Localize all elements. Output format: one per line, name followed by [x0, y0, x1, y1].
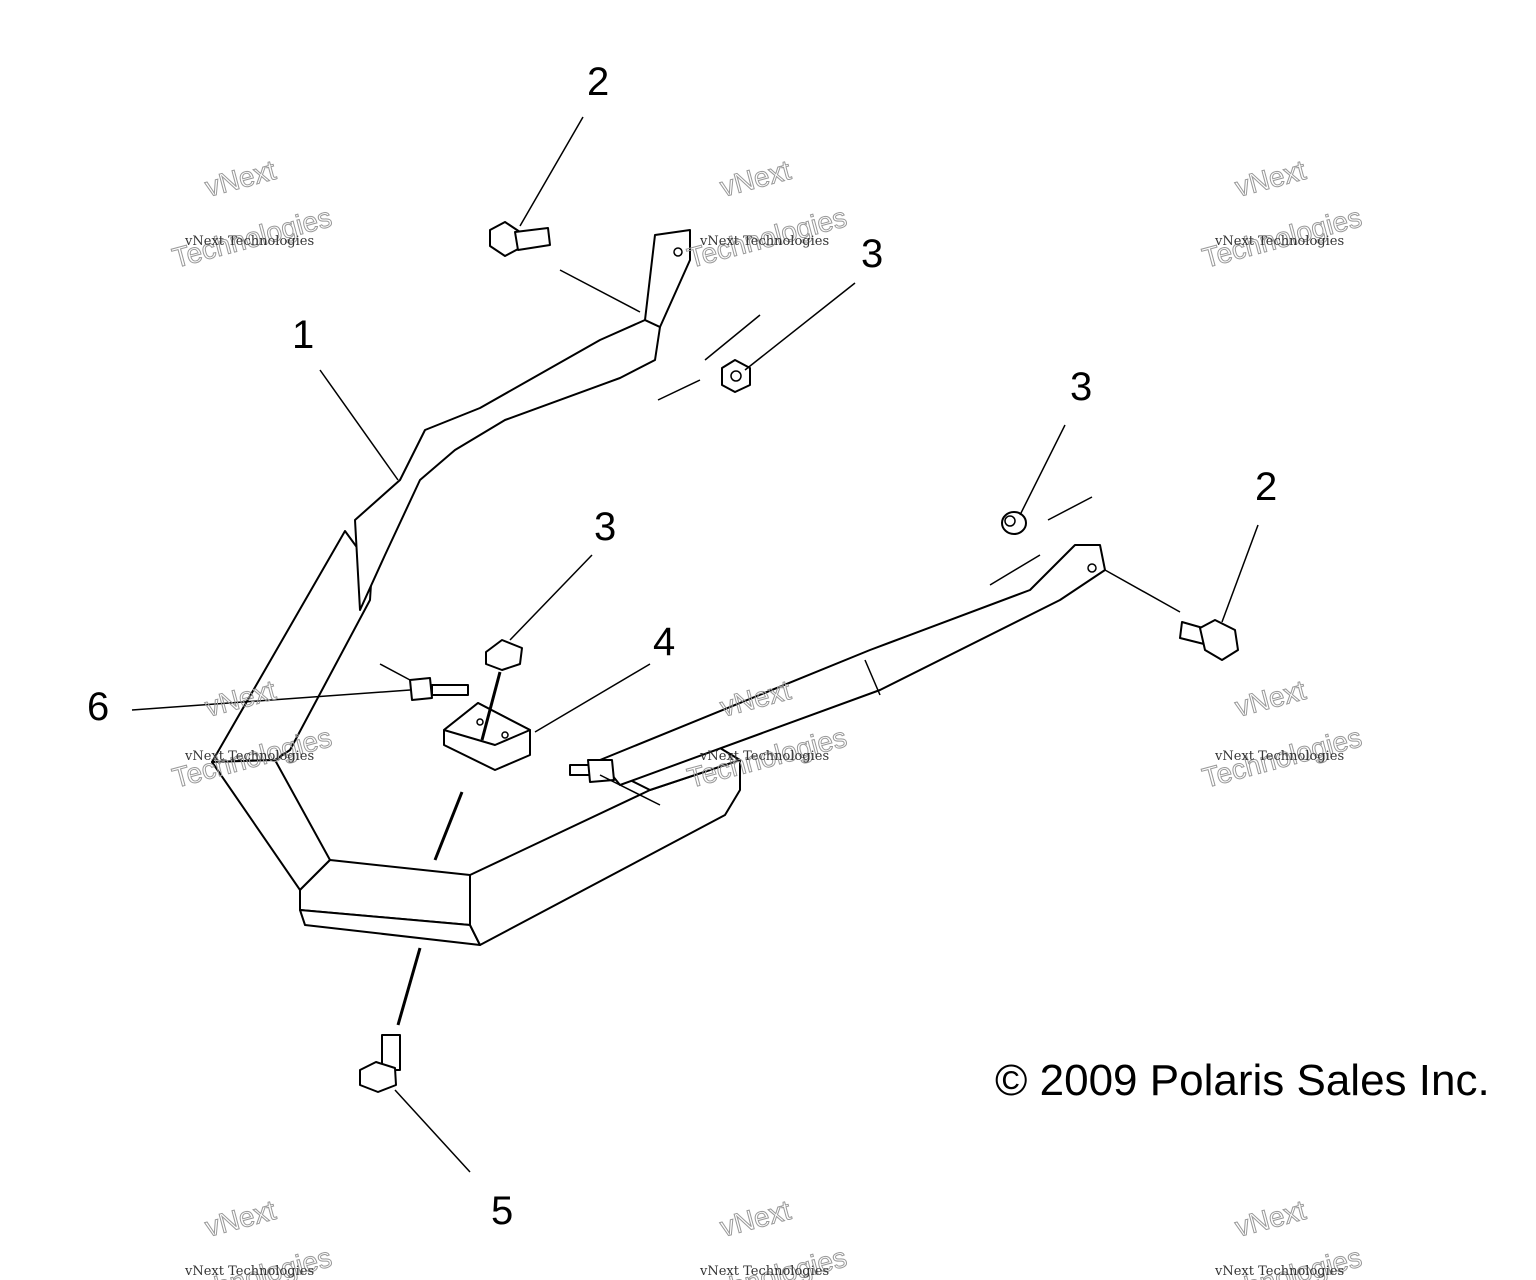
callout-3-right: 3 — [1070, 365, 1092, 409]
callout-labels: 1 2 3 3 2 3 4 6 5 — [87, 60, 1277, 1233]
watermark-small-3: vNext Technologies — [1214, 234, 1344, 249]
bolt-6 — [409, 677, 469, 701]
svg-text:vNext: vNext — [717, 154, 794, 203]
watermark-small-2: vNext Technologies — [699, 234, 829, 249]
watermark-small-5: vNext Technologies — [699, 749, 829, 764]
bolt-5 — [359, 1034, 401, 1093]
svg-text:vNext: vNext — [1232, 1194, 1309, 1243]
watermark-small-6: vNext Technologies — [1214, 749, 1344, 764]
bracket — [443, 702, 531, 771]
svg-text:vNext: vNext — [202, 1194, 279, 1243]
callout-4: 4 — [653, 620, 675, 664]
watermark-1: vNext Technologies — [169, 154, 336, 274]
svg-text:vNext: vNext — [717, 1194, 794, 1243]
watermark-3: vNext Technologies — [1199, 154, 1366, 274]
callout-3-center: 3 — [594, 505, 616, 549]
watermark-small-9: vNext Technologies — [1214, 1264, 1344, 1279]
copyright-notice: © 2009 Polaris Sales Inc. — [995, 1056, 1490, 1105]
callout-5: 5 — [491, 1189, 513, 1233]
watermark-2: vNext Technologies — [684, 154, 851, 274]
washer-right — [1001, 511, 1027, 535]
svg-text:vNext: vNext — [1232, 674, 1309, 723]
callout-2-right: 2 — [1255, 465, 1277, 509]
callout-2-top: 2 — [587, 60, 609, 104]
watermark-small-1: vNext Technologies — [184, 234, 314, 249]
watermark-6: vNext Technologies — [1199, 674, 1366, 794]
callout-6: 6 — [87, 685, 109, 729]
callout-3-top: 3 — [861, 232, 883, 276]
nut-top — [721, 359, 751, 393]
bolt-top-left — [489, 221, 551, 257]
svg-text:vNext: vNext — [202, 154, 279, 203]
bolt-right — [1179, 619, 1239, 661]
svg-text:vNext: vNext — [1232, 154, 1309, 203]
leader-lines — [131, 116, 1259, 1173]
watermarks: vNext Technologies vNext Technologies vN… — [169, 154, 1366, 1280]
watermark-small-8: vNext Technologies — [699, 1264, 829, 1279]
watermark-small-7: vNext Technologies — [184, 1264, 314, 1279]
nut-center — [485, 639, 523, 671]
callout-1: 1 — [292, 313, 314, 357]
watermark-small-4: vNext Technologies — [184, 749, 314, 764]
front-bumper-assembly — [211, 229, 1106, 946]
